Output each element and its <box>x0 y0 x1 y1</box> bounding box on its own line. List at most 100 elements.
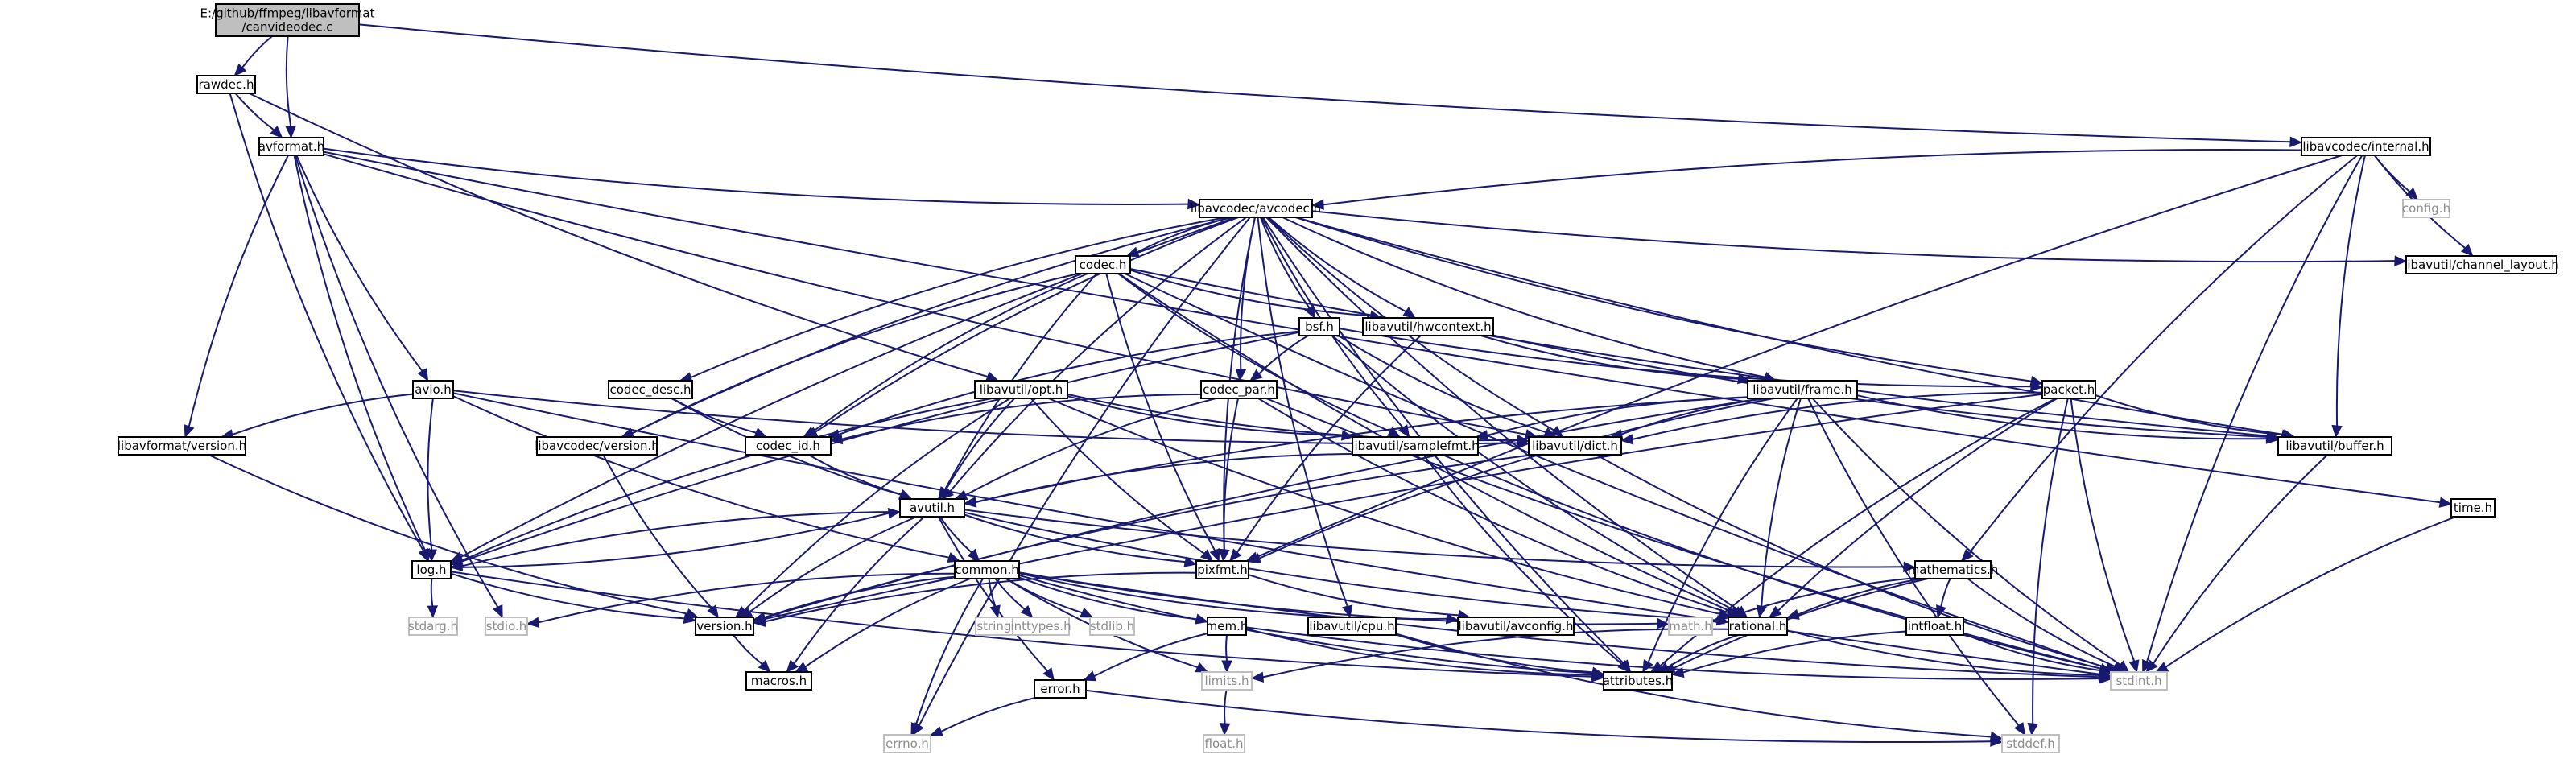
node-log[interactable]: log.h <box>411 560 452 579</box>
edge-line <box>841 393 1202 440</box>
edge-arrowhead <box>2098 665 2112 676</box>
edge-avio-to-log <box>426 398 437 563</box>
node-box <box>608 380 693 399</box>
edge-arrowhead <box>1475 430 1488 441</box>
node-avio[interactable]: avio.h <box>412 380 454 399</box>
node-macros[interactable]: macros.h <box>745 671 812 691</box>
edge-avutil-to-log <box>449 511 901 571</box>
node-config[interactable]: config.h <box>2402 199 2450 218</box>
edge-line <box>1856 394 2268 440</box>
node-avformat[interactable]: avformat.h <box>258 137 324 156</box>
node-common[interactable]: common.h <box>954 560 1020 579</box>
node-codec_desc[interactable]: codec_desc.h <box>608 380 693 399</box>
edge-arrowhead <box>967 548 980 562</box>
node-version[interactable]: version.h <box>695 617 754 636</box>
node-label: math.h <box>1669 619 1711 633</box>
node-dict[interactable]: libavutil/dict.h <box>1528 436 1622 456</box>
node-lavf_version[interactable]: libavformat/version.h <box>118 436 246 456</box>
edge-rational-to-limits <box>1250 628 1729 683</box>
edge-arrowhead <box>2029 381 2044 392</box>
node-buffer[interactable]: libavutil/buffer.h <box>2277 436 2392 456</box>
node-channel_layout[interactable]: libavutil/channel_layout.h <box>2404 255 2559 274</box>
node-box <box>2001 734 2060 753</box>
edge-line <box>1117 273 1391 432</box>
edge-arrowhead <box>1199 549 1214 562</box>
edge-line <box>295 155 423 372</box>
edge-arrowhead <box>1221 660 1232 674</box>
node-box <box>2402 199 2450 218</box>
node-opt[interactable]: libavutil/opt.h <box>974 380 1068 399</box>
edge-arrowhead <box>947 552 961 563</box>
edge-arrowhead <box>1620 434 1634 445</box>
edge-line <box>358 23 2291 143</box>
edge-line <box>1682 630 1907 674</box>
node-errno[interactable]: errno.h <box>883 734 931 753</box>
node-label: avformat.h <box>258 139 324 154</box>
edge-arrowhead <box>1768 605 1782 618</box>
node-codec[interactable]: codec.h <box>1075 255 1131 274</box>
edge-line <box>1295 217 2284 435</box>
node-avutil[interactable]: avutil.h <box>899 498 965 518</box>
edge-arrowhead <box>758 659 771 673</box>
node-internal[interactable]: libavcodec/internal.h <box>2301 137 2431 156</box>
edge-mem-to-attributes <box>1245 628 1605 681</box>
edge-line <box>1967 578 2116 667</box>
node-frame[interactable]: libavutil/frame.h <box>1747 380 1858 399</box>
node-attributes[interactable]: attributes.h <box>1603 671 1674 691</box>
node-rational[interactable]: rational.h <box>1728 617 1788 636</box>
edge-line <box>975 453 1353 504</box>
node-stdarg[interactable]: stdarg.h <box>408 617 458 636</box>
node-stdlib[interactable]: stdlib.h <box>1089 617 1135 636</box>
node-pixfmt[interactable]: pixfmt.h <box>1195 560 1249 579</box>
node-error[interactable]: error.h <box>1034 679 1087 699</box>
node-hwcontext[interactable]: libavutil/hwcontext.h <box>1362 317 1494 336</box>
node-cpu[interactable]: libavutil/cpu.h <box>1307 617 1397 636</box>
edge-avutil-to-common <box>939 516 980 562</box>
node-time[interactable]: time.h <box>2450 498 2496 518</box>
edge-arrowhead <box>2027 722 2039 736</box>
node-packet[interactable]: packet.h <box>2041 380 2096 399</box>
edge-line <box>323 151 2441 504</box>
edge-line <box>1492 334 2268 438</box>
edge-codec_par-to-avutil <box>954 398 1216 501</box>
node-stdio[interactable]: stdio.h <box>485 617 528 636</box>
edge-line <box>1723 577 1916 621</box>
edge-codec_par-to-codec_id <box>829 393 1202 445</box>
edge-line <box>2146 155 2363 662</box>
node-stddef[interactable]: stddef.h <box>2001 734 2060 753</box>
edge-line <box>1311 210 2396 263</box>
node-box <box>1195 560 1249 579</box>
node-samplefmt[interactable]: libavutil/samplefmt.h <box>1351 436 1480 456</box>
edge-arrowhead <box>1711 613 1725 625</box>
node-box <box>408 617 458 636</box>
node-root[interactable]: E:/github/ffmpeg/libavformat/canvideodec… <box>200 3 375 37</box>
node-lavc_version[interactable]: libavcodec/version.h <box>535 436 659 456</box>
edge-common-to-mem <box>1018 576 1209 625</box>
node-limits[interactable]: limits.h <box>1201 671 1253 691</box>
edge-arrowhead <box>2331 424 2343 439</box>
edge-arrowhead <box>1903 561 1917 573</box>
node-stdint[interactable]: stdint.h <box>2110 671 2168 691</box>
node-rawdec[interactable]: rawdec.h <box>196 75 256 94</box>
node-avconfig[interactable]: libavutil/avconfig.h <box>1457 617 1575 636</box>
edge-line <box>1940 578 1951 607</box>
edge-line <box>994 578 1026 610</box>
edge-line <box>2153 454 2328 664</box>
node-mathematics[interactable]: mathematics.h <box>1908 560 1999 579</box>
edge-line <box>293 155 426 551</box>
node-avcodec[interactable]: libavcodec/avcodec.h <box>1191 199 1321 218</box>
node-bsf[interactable]: bsf.h <box>1298 317 1340 336</box>
node-mem[interactable]: mem.h <box>1206 617 1249 636</box>
node-box <box>1603 671 1673 691</box>
edge-avformat-to-lavf_version <box>184 155 289 439</box>
node-codec_par[interactable]: codec_par.h <box>1200 380 1278 399</box>
node-intfloat[interactable]: intfloat.h <box>1905 617 1964 636</box>
edge-error-to-errno <box>929 697 1036 737</box>
edge-line <box>2373 155 2411 192</box>
node-float[interactable]: float.h <box>1203 734 1245 753</box>
node-inttypes[interactable]: inttypes.h <box>1010 617 1071 636</box>
node-label: stdarg.h <box>408 619 458 633</box>
node-label: libavcodec/internal.h <box>2302 139 2429 154</box>
node-math[interactable]: math.h <box>1668 617 1713 636</box>
node-codec_id[interactable]: codec_id.h <box>745 436 832 456</box>
